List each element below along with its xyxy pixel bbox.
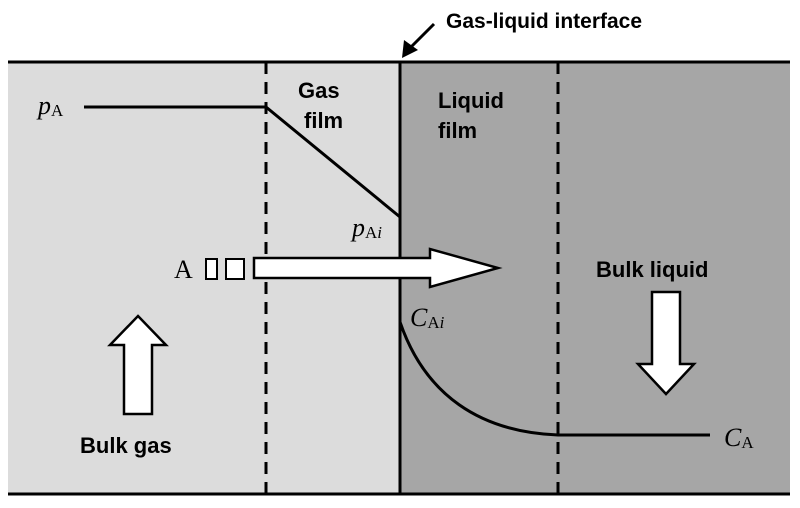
- symbol-CAi: CAi: [410, 303, 445, 332]
- gas-film-label-line2: film: [304, 108, 343, 133]
- bulk-liquid-label: Bulk liquid: [596, 257, 708, 282]
- flux-dot-2: [225, 258, 245, 280]
- gas-film-label-line1: Gas: [298, 78, 340, 103]
- interface-title: Gas-liquid interface: [446, 10, 642, 33]
- symbol-pA: pA: [36, 91, 64, 120]
- symbol-CA: CA: [724, 423, 754, 452]
- symbol-pAi: pAi: [350, 213, 382, 242]
- interface-pointer-head: [402, 40, 418, 58]
- liquid-film-label-line2: film: [438, 118, 477, 143]
- bulk-liquid-down-arrow: [635, 290, 697, 396]
- liquid-film-label-line1: Liquid: [438, 88, 504, 113]
- bulk-gas-label: Bulk gas: [80, 433, 172, 458]
- bulk-gas-up-arrow: [107, 314, 169, 416]
- gas-pressure-profile: [84, 105, 401, 219]
- interface-pointer: [408, 22, 436, 50]
- species-label: A: [174, 255, 193, 284]
- mass-transfer-arrow: [252, 247, 503, 289]
- flux-dot-1: [205, 258, 218, 280]
- liquid-concentration-profile: [398, 321, 710, 437]
